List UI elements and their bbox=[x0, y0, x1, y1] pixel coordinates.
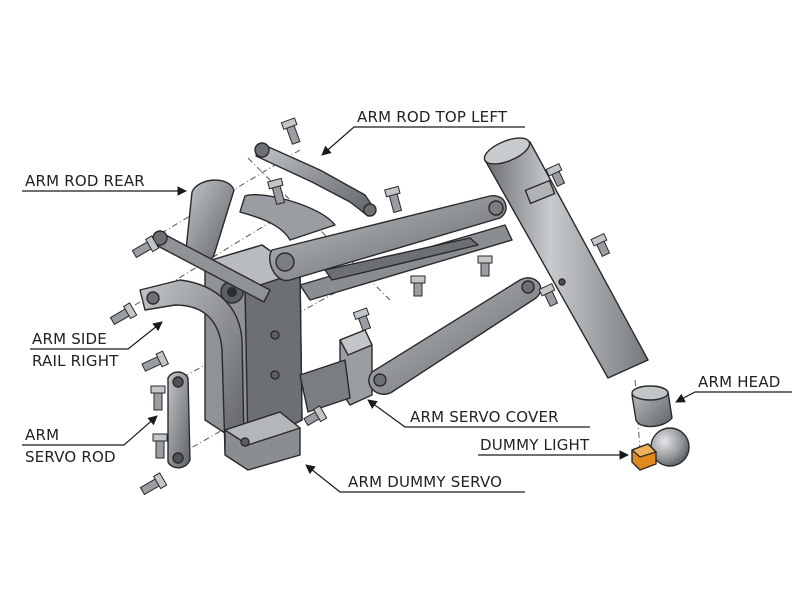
screw bbox=[538, 282, 559, 308]
screw bbox=[280, 117, 301, 145]
leader-arm-side-rail-right bbox=[30, 321, 163, 350]
label-dummy-light: DUMMY LIGHT bbox=[480, 436, 590, 454]
screw bbox=[384, 185, 403, 214]
label-arm-servo-rod-line1: ARM bbox=[25, 426, 59, 444]
arm-tube bbox=[483, 137, 649, 379]
dummy-light bbox=[631, 443, 657, 471]
lower-forearm-rod bbox=[368, 277, 542, 395]
screw bbox=[109, 302, 138, 326]
screw bbox=[545, 162, 566, 188]
callouts: ARM ROD TOP LEFT ARM ROD REAR ARM SIDE R… bbox=[22, 108, 792, 493]
screw bbox=[131, 235, 160, 259]
leader-arm-servo-cover bbox=[367, 399, 590, 428]
screw bbox=[267, 177, 286, 206]
screws bbox=[109, 117, 611, 496]
screw bbox=[150, 385, 166, 411]
screw bbox=[352, 307, 372, 332]
arm-rod-rear bbox=[152, 179, 271, 303]
screw bbox=[303, 405, 328, 427]
label-arm-head: ARM HEAD bbox=[698, 373, 781, 391]
screw bbox=[410, 275, 426, 297]
leader-arm-dummy-servo bbox=[305, 464, 525, 493]
label-arm-servo-cover: ARM SERVO COVER bbox=[410, 408, 559, 426]
arm-rod-top-left bbox=[254, 142, 377, 217]
label-arm-dummy-servo: ARM DUMMY SERVO bbox=[348, 473, 502, 491]
leader-arm-head bbox=[675, 391, 792, 403]
leader-arm-rod-top-left bbox=[321, 126, 525, 156]
leader-arm-servo-rod bbox=[22, 415, 158, 446]
arm-servo-rod bbox=[167, 371, 191, 469]
screw bbox=[590, 232, 611, 258]
arm-dummy-servo bbox=[224, 411, 301, 471]
label-arm-rod-rear: ARM ROD REAR bbox=[25, 172, 145, 190]
screw bbox=[477, 255, 493, 277]
upper-arm-plates bbox=[239, 194, 513, 301]
label-arm-side-rail-right-line1: ARM SIDE bbox=[32, 330, 107, 348]
screw bbox=[152, 433, 168, 459]
label-arm-rod-top-left: ARM ROD TOP LEFT bbox=[357, 108, 508, 126]
screw bbox=[141, 350, 170, 372]
arm-servo-cover bbox=[299, 329, 373, 413]
screw bbox=[139, 472, 168, 496]
label-arm-servo-rod-line2: SERVO ROD bbox=[25, 448, 116, 466]
arm-head bbox=[631, 385, 690, 467]
label-arm-side-rail-right-line2: RAIL RIGHT bbox=[32, 352, 119, 370]
